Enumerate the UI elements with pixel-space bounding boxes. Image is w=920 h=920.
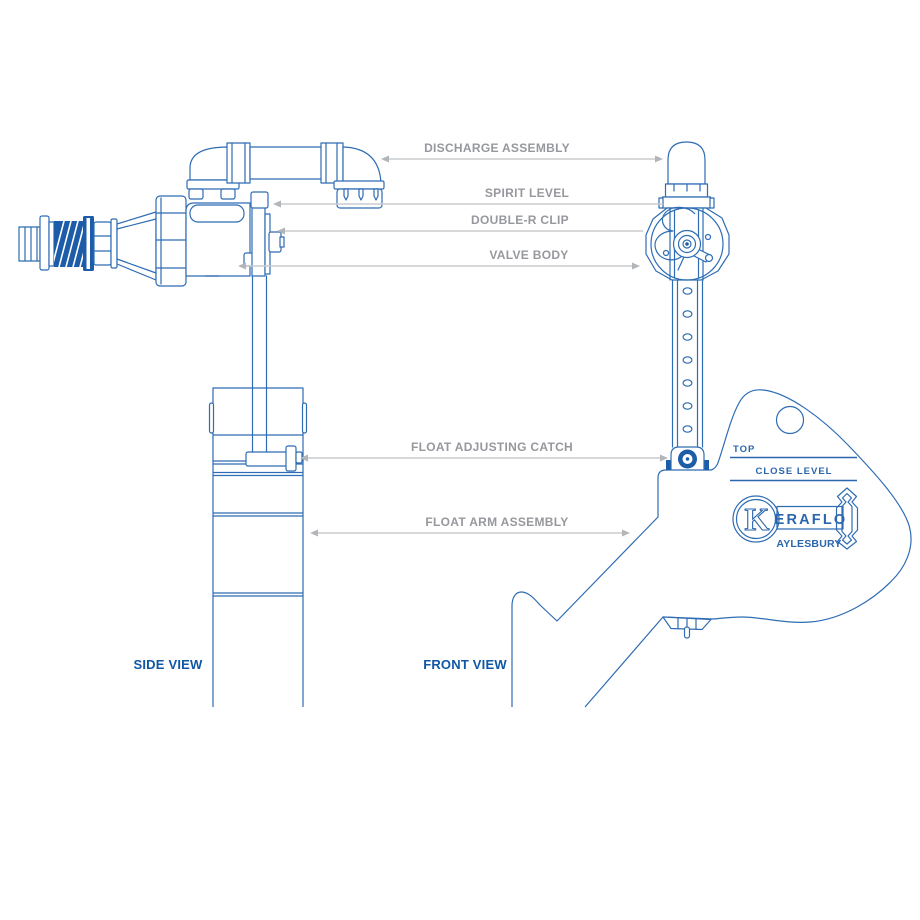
discharge-assembly-side xyxy=(186,142,385,209)
union-nut xyxy=(155,195,187,287)
inlet-taper xyxy=(116,211,157,281)
callout-spirit-level: SPIRIT LEVEL xyxy=(273,186,663,208)
arm-adjustment-hole xyxy=(682,402,693,410)
float-bottom-fitting xyxy=(662,616,712,639)
logo-city: AYLESBURY xyxy=(776,538,841,550)
discharge-assembly-front xyxy=(658,141,715,209)
arrow-left-icon xyxy=(300,454,308,462)
spirit-level-side xyxy=(250,191,269,209)
arrow-left-icon xyxy=(277,227,285,235)
callout-label: DOUBLE-R CLIP xyxy=(471,213,569,227)
arrow-right-icon xyxy=(660,454,668,462)
arrow-right-icon xyxy=(655,155,663,163)
discharge-pipe xyxy=(249,146,323,180)
side-view xyxy=(18,142,385,707)
close-level-marking: CLOSE LEVEL xyxy=(756,466,833,477)
callout-label: FLOAT ADJUSTING CATCH xyxy=(411,440,573,454)
float-outline xyxy=(511,389,912,708)
float-adjusting-catch-front xyxy=(666,446,709,471)
callout-float-adjusting-catch: FLOAT ADJUSTING CATCH xyxy=(300,440,668,462)
arrow-left-icon xyxy=(381,155,389,163)
arm-adjustment-hole xyxy=(682,356,693,364)
valve-body-front xyxy=(645,206,730,281)
arrow-right-icon xyxy=(622,529,630,537)
key-bow xyxy=(835,487,859,550)
float-arm-front xyxy=(671,279,704,448)
arm-adjustment-hole xyxy=(682,333,693,341)
arm-adjustment-hole xyxy=(682,310,693,318)
logo-initial: K xyxy=(745,501,770,537)
top-marking: TOP xyxy=(733,444,755,455)
callout-label: SPIRIT LEVEL xyxy=(485,186,569,200)
bonnet xyxy=(189,204,245,223)
callout-label: VALVE BODY xyxy=(489,248,568,262)
float-side xyxy=(208,387,308,707)
float-adjusting-catch-side xyxy=(245,445,303,472)
inlet-flange xyxy=(39,215,50,271)
callout-discharge-assembly: DISCHARGE ASSEMBLY xyxy=(381,141,663,163)
inlet-nut xyxy=(93,221,112,266)
pipe-coupling xyxy=(226,142,251,184)
discharge-dome xyxy=(667,141,706,185)
arrow-right-icon xyxy=(632,262,640,270)
front-view-title: FRONT VIEW xyxy=(423,657,507,672)
float-hanging-hole xyxy=(775,405,805,435)
arm-adjustment-hole xyxy=(682,379,693,387)
flange-bolt xyxy=(188,188,204,200)
arrow-left-icon xyxy=(238,262,246,270)
inlet-connector xyxy=(18,211,157,281)
float-arm-side xyxy=(251,275,268,453)
callout-valve-body: VALVE BODY xyxy=(238,248,640,270)
pipe-coupling xyxy=(320,142,344,184)
flange-bolt xyxy=(220,188,236,200)
callouts: DISCHARGE ASSEMBLY SPIRIT LEVEL DOUBLE-R… xyxy=(238,141,668,537)
callout-double-r-clip: DOUBLE-R CLIP xyxy=(277,213,643,235)
arm-adjustment-hole xyxy=(682,425,693,433)
elbow-left xyxy=(189,146,229,181)
logo-wordmark: ERAFLO xyxy=(775,512,848,528)
callout-label: DISCHARGE ASSEMBLY xyxy=(424,141,570,155)
elbow-right xyxy=(342,146,382,184)
float-front: TOP CLOSE LEVEL K ERAFLO AYLESBURY xyxy=(511,389,912,708)
arm-adjustment-hole xyxy=(682,287,693,295)
double-r-clip-side xyxy=(268,231,285,253)
arrow-left-icon xyxy=(310,529,318,537)
callout-label: FLOAT ARM ASSEMBLY xyxy=(425,515,568,529)
front-view: TOP CLOSE LEVEL K ERAFLO AYLESBURY xyxy=(511,141,912,708)
keraflo-logo: K ERAFLO AYLESBURY xyxy=(732,487,859,550)
side-view-title: SIDE VIEW xyxy=(134,657,204,672)
callout-float-arm-assembly: FLOAT ARM ASSEMBLY xyxy=(310,515,630,537)
arrow-left-icon xyxy=(273,200,281,208)
back-plate-side xyxy=(250,191,285,277)
